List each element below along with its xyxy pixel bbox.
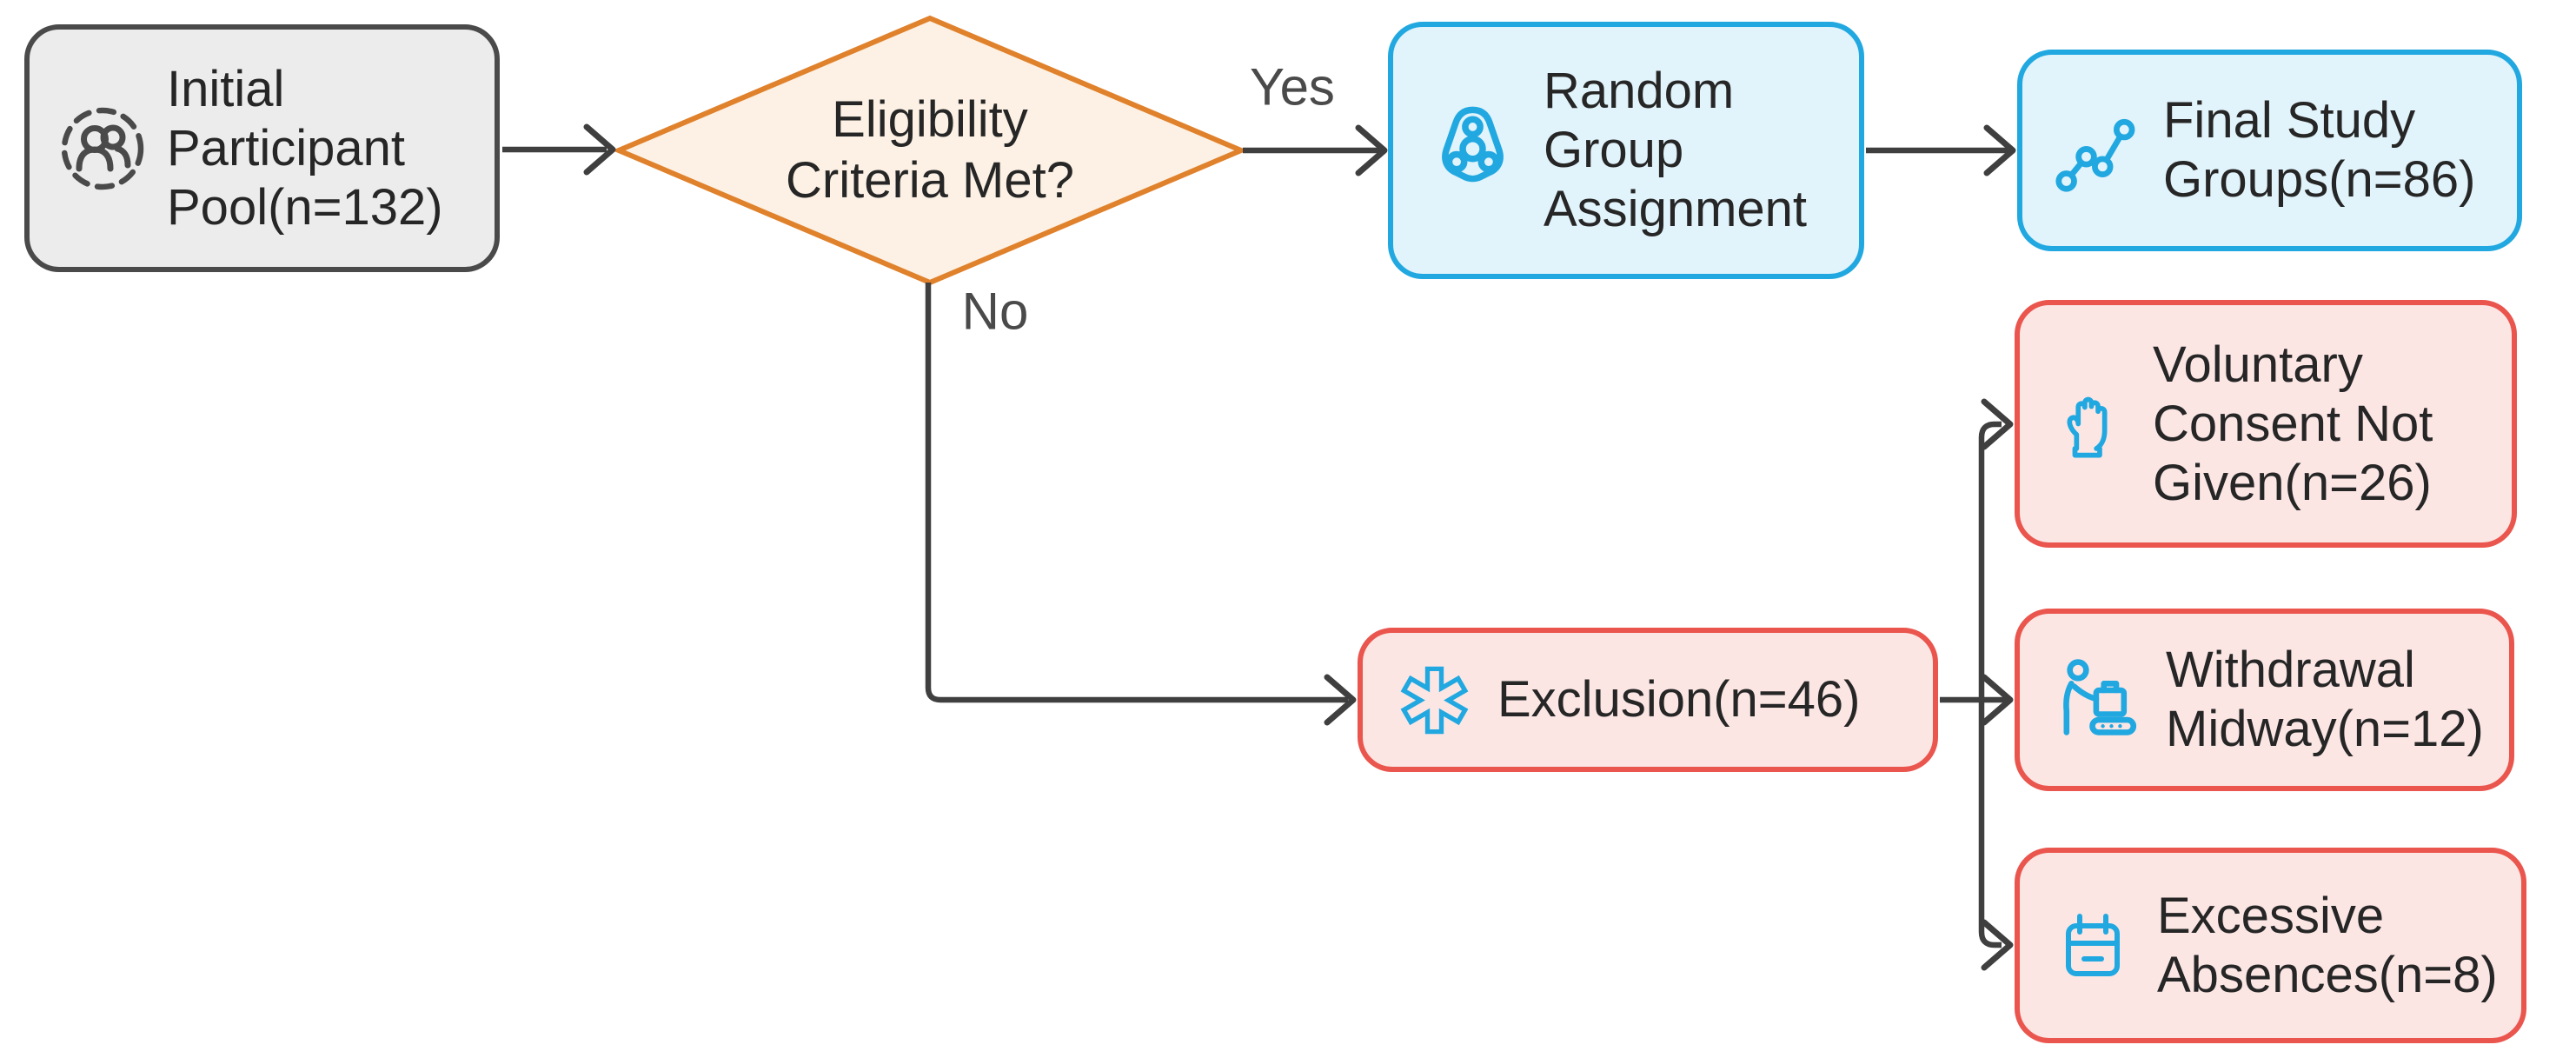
node-label: Voluntary Consent Not Given(n=26) (2153, 336, 2433, 511)
person-conveyor-icon (2049, 652, 2145, 748)
edge-label-no: No (961, 282, 1029, 341)
edge-label-yes: Yes (1250, 57, 1335, 116)
node-label: Excessive Absences(n=8) (2157, 887, 2498, 1003)
spinner-icon (1423, 101, 1523, 201)
edge-no (925, 283, 1348, 703)
raised-hand-icon (2049, 383, 2132, 465)
arrowhead-icon (1981, 919, 2014, 971)
trend-chart-icon (2052, 105, 2142, 196)
arrowhead-icon (583, 123, 616, 176)
decision-diamond-shape (612, 15, 1248, 286)
edge-exclusion-to-excessive (1978, 700, 2002, 948)
node-random-group-assignment: Random Group Assignment (1388, 22, 1864, 279)
node-label: Initial Participant Pool(n=132) (167, 60, 443, 236)
user-group-icon (59, 105, 146, 192)
arrowhead-icon (1355, 124, 1388, 176)
node-label: Exclusion(n=46) (1497, 671, 1861, 728)
medical-asterisk-icon (1392, 658, 1477, 742)
arrowhead-icon (1981, 398, 2014, 450)
node-voluntary-consent-not-given: Voluntary Consent Not Given(n=26) (2015, 300, 2517, 548)
node-exclusion: Exclusion(n=46) (1358, 628, 1938, 772)
arrowhead-icon (1324, 674, 1357, 726)
calendar-minus-icon (2049, 902, 2136, 989)
node-label: Withdrawal Midway(n=12) (2166, 642, 2484, 757)
node-final-study-groups: Final Study Groups(n=86) (2017, 50, 2522, 251)
node-excessive-absences: Excessive Absences(n=8) (2015, 848, 2526, 1043)
node-label: Random Group Assignment (1544, 63, 1808, 237)
arrowhead-icon (1983, 124, 2016, 176)
arrowhead-icon (1981, 674, 2014, 726)
node-withdrawal-midway: Withdrawal Midway(n=12) (2015, 609, 2514, 791)
node-eligibility-decision: Eligibility Criteria Met? (786, 91, 1074, 209)
node-label: Final Study Groups(n=86) (2163, 92, 2476, 208)
node-initial-participant-pool: Initial Participant Pool(n=132) (24, 24, 500, 272)
edge-exclusion-to-voluntary (1978, 421, 2002, 700)
